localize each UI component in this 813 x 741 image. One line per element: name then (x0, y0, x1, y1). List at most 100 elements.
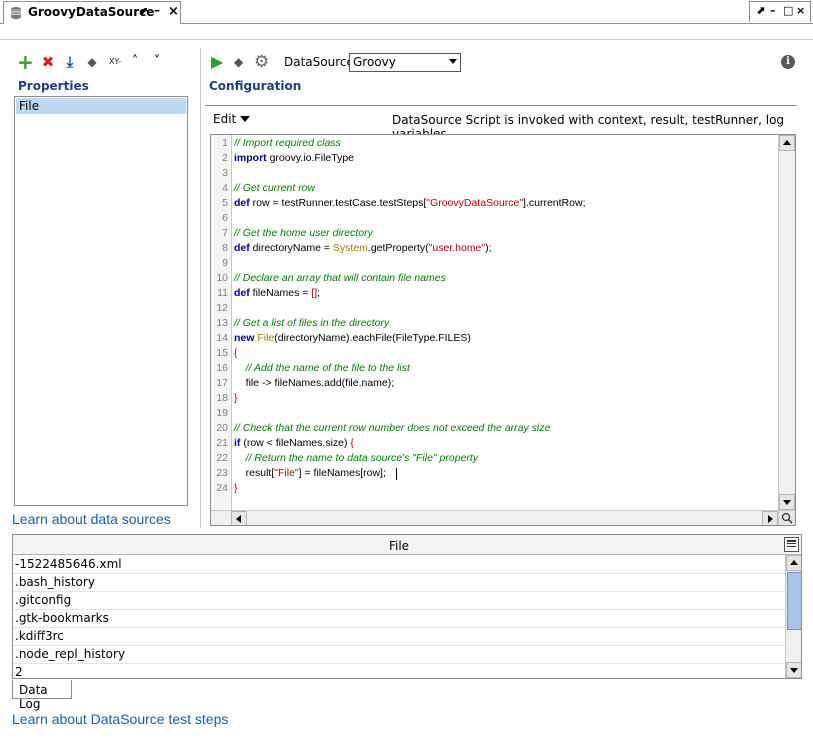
code-token: (directoryName).eachFile(FileType.FILES) (274, 332, 471, 344)
tab-groovy-datasource[interactable]: GroovyDataSource ⬈ – × (3, 1, 181, 24)
code-line: } (234, 482, 238, 494)
cell-file: .gitconfig (15, 593, 72, 607)
learn-datasource-steps-link[interactable]: Learn about DataSource test steps (12, 711, 229, 727)
table-row[interactable]: .gitconfig (13, 591, 785, 610)
code-token: fileNames = (249, 287, 312, 299)
list-item[interactable]: File (16, 98, 186, 114)
table-row[interactable]: .bash_history (13, 573, 785, 592)
code-line: def fileNames = []; (234, 287, 320, 299)
table-row[interactable]: .node_repl_history (13, 645, 785, 664)
panel-splitter[interactable] (200, 48, 201, 528)
minimize-icon[interactable]: – (154, 3, 160, 17)
config-divider (205, 105, 797, 106)
window-controls: ⬈ – □ × (749, 1, 811, 22)
remove-property-button[interactable]: ✖ (41, 53, 55, 71)
table-row[interactable]: .gtk-bookmarks (13, 609, 785, 628)
scrollbar-thumb[interactable] (787, 572, 801, 630)
line-number: 15 (216, 347, 228, 359)
scroll-down-button[interactable] (786, 662, 801, 678)
line-number: 1 (222, 137, 228, 149)
code-token: groovy.io.FileType (266, 152, 355, 164)
table-row[interactable]: 2 (13, 663, 785, 679)
code-token: .getProperty( (367, 242, 429, 254)
configuration-label: Configuration (209, 79, 302, 93)
scroll-up-button[interactable] (786, 555, 801, 571)
line-number: 20 (216, 422, 228, 434)
code-token: result[ (234, 467, 275, 479)
edit-menu[interactable]: Edit (213, 112, 237, 126)
run-button[interactable]: ▶ (211, 52, 224, 71)
code-token: "File" (274, 467, 299, 479)
close-icon[interactable]: × (796, 4, 806, 17)
code-line: import groovy.io.FileType (234, 152, 354, 164)
column-header-file[interactable]: File (388, 539, 410, 553)
eraser-icon[interactable]: ◆ (234, 55, 244, 69)
maximize-icon[interactable]: □ (783, 4, 794, 17)
text-caret (396, 468, 397, 480)
download-icon[interactable]: ⤓ (66, 53, 74, 71)
code-token: { (350, 437, 354, 449)
cell-file: .gtk-bookmarks (15, 611, 109, 625)
table-row[interactable]: .kdiff3rc (13, 627, 785, 646)
line-number: 8 (222, 242, 228, 254)
column-chooser-icon[interactable] (784, 537, 799, 552)
editor-vertical-scrollbar[interactable] (778, 135, 795, 510)
code-token: } (234, 482, 238, 494)
line-number: 22 (216, 452, 228, 464)
line-number: 13 (216, 317, 228, 329)
datasource-select[interactable]: Groovy (349, 53, 461, 72)
chevron-down-icon[interactable] (240, 116, 250, 122)
line-number: 7 (222, 227, 228, 239)
code-line: if (row < fileNames.size) { (234, 437, 354, 449)
scroll-right-button[interactable] (762, 511, 778, 525)
frame-divider (0, 39, 813, 40)
code-token (234, 452, 246, 464)
code-token: // Get current row (234, 182, 316, 194)
scroll-up-button[interactable] (779, 135, 795, 151)
cell-file: 2 (15, 665, 23, 679)
code-line: // Get a list of files in the directory (234, 317, 389, 329)
cell-file: .kdiff3rc (15, 629, 64, 643)
code-token: // Return the name to data source's "Fil… (245, 452, 479, 464)
table-header: File (13, 535, 801, 555)
pin-icon[interactable]: ⬈ (756, 4, 766, 17)
info-icon[interactable]: i (781, 55, 795, 69)
close-icon[interactable]: × (168, 4, 179, 19)
scroll-down-button[interactable] (779, 494, 795, 510)
code-token: // Add the name of the file to the list (245, 362, 410, 374)
tab-title: GroovyDataSource (28, 5, 155, 19)
code-token (234, 362, 246, 374)
eraser-icon[interactable]: ◆ (87, 55, 97, 69)
code-line: file -> fileNames.add(file.name); (234, 377, 395, 389)
learn-data-sources-link[interactable]: Learn about data sources (12, 511, 171, 527)
datasource-select-value: Groovy (353, 55, 396, 69)
cell-file: -1522485646.xml (15, 557, 122, 571)
datasource-icon (10, 7, 22, 19)
properties-list[interactable]: File (14, 96, 188, 506)
code-token: File (257, 332, 275, 344)
editor-horizontal-scrollbar[interactable] (211, 510, 778, 525)
datasource-label: DataSource: (284, 55, 358, 69)
move-up-icon[interactable]: ˄ (131, 54, 139, 69)
move-down-icon[interactable]: ˅ (153, 54, 161, 69)
log-vertical-scrollbar[interactable] (785, 555, 801, 678)
code-line: // Get current row (234, 182, 315, 194)
line-number: 16 (216, 362, 228, 374)
table-row[interactable]: -1522485646.xml (13, 555, 785, 574)
minimize-icon[interactable]: – (770, 4, 776, 17)
gear-icon[interactable]: ⚙ (254, 52, 270, 72)
code-token: directoryName = (249, 242, 333, 254)
code-line: { (234, 347, 238, 359)
code-token: def (234, 242, 250, 254)
zoom-icon[interactable] (778, 510, 795, 525)
add-property-button[interactable]: + (17, 50, 34, 74)
code-token: { (234, 347, 238, 359)
data-log-table[interactable]: File -1522485646.xml .bash_history.gitcon… (12, 534, 802, 679)
scroll-left-button[interactable] (231, 511, 247, 525)
line-number: 17 (216, 377, 228, 389)
pin-icon[interactable]: ⬈ (140, 6, 149, 17)
xy-button[interactable]: XY- (108, 57, 122, 66)
tab-data-log[interactable]: Data Log (12, 680, 72, 711)
code-token: ].currentRow; (523, 197, 586, 209)
